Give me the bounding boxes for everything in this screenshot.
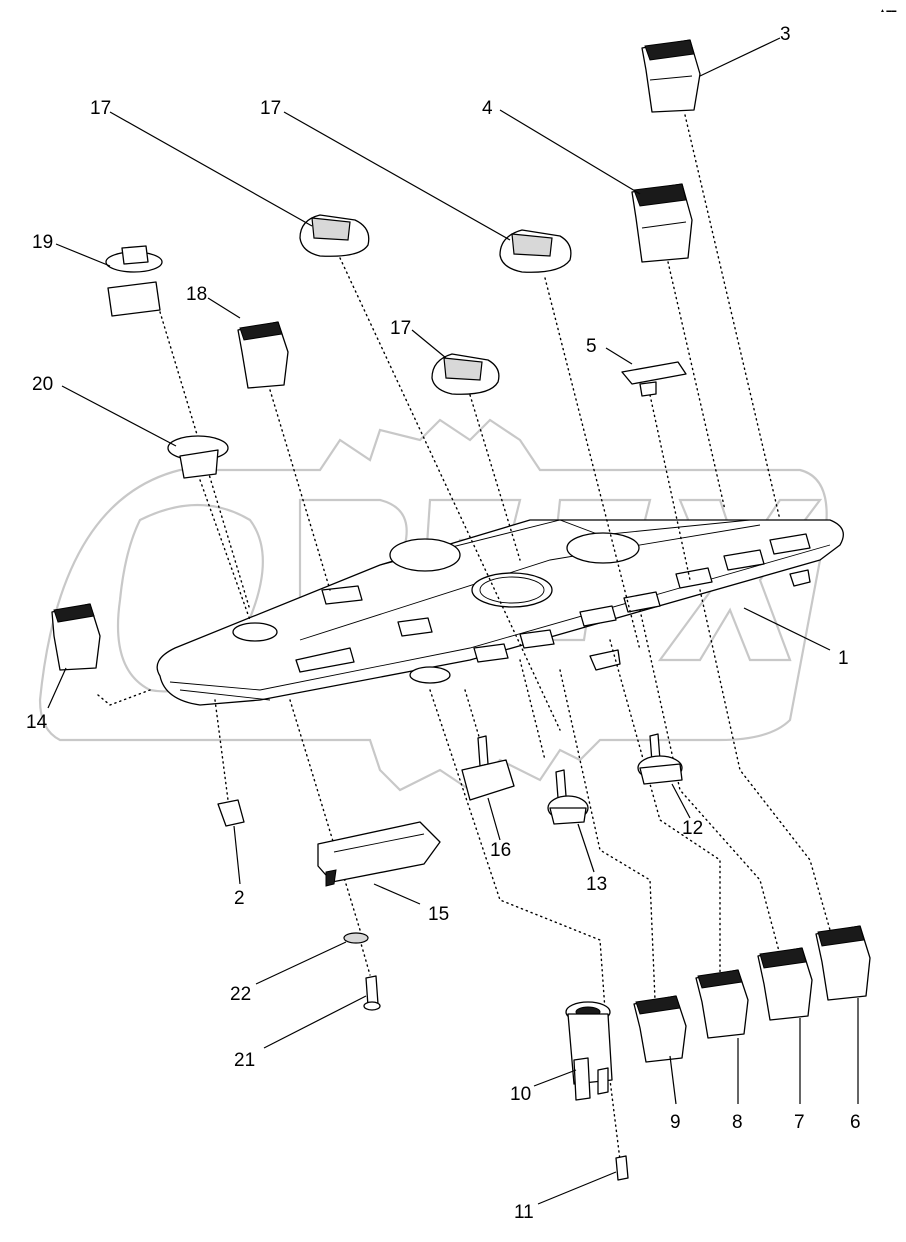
pot-16 xyxy=(461,735,515,801)
switch-3 xyxy=(641,39,701,113)
knob-17c xyxy=(431,353,500,395)
callout-2: 2 xyxy=(234,888,245,909)
callout-18: 18 xyxy=(186,284,207,305)
callout-20: 20 xyxy=(32,374,53,395)
leader-lines xyxy=(47,37,859,1205)
cover-5 xyxy=(621,361,687,397)
bulb-11 xyxy=(615,1155,629,1181)
callout-1: 1 xyxy=(838,648,849,669)
callout-6: 6 xyxy=(850,1112,861,1133)
plug-20 xyxy=(167,435,229,479)
callout-17-c: 17 xyxy=(390,318,411,339)
callout-19: 19 xyxy=(32,232,53,253)
callout-21: 21 xyxy=(234,1050,255,1071)
callout-8: 8 xyxy=(732,1112,743,1133)
screw-21 xyxy=(363,975,381,1011)
callout-5: 5 xyxy=(586,336,597,357)
switch-9 xyxy=(633,995,687,1063)
knob-17b xyxy=(499,229,572,273)
socket-10 xyxy=(565,1001,613,1101)
callout-17-a: 17 xyxy=(90,98,111,119)
callout-10: 10 xyxy=(510,1084,531,1105)
callout-17-b: 17 xyxy=(260,98,281,119)
callout-22: 22 xyxy=(230,984,251,1005)
corner-note: ▲ ▬▬ xyxy=(880,8,896,14)
pot-12 xyxy=(637,733,683,785)
pot-13 xyxy=(547,769,589,825)
switch-8 xyxy=(695,969,749,1039)
switch-6 xyxy=(815,925,871,1001)
callout-7: 7 xyxy=(794,1112,805,1133)
module-15 xyxy=(317,821,441,887)
switch-4 xyxy=(631,183,693,263)
callout-3: 3 xyxy=(780,24,791,45)
callout-16: 16 xyxy=(490,840,511,861)
callout-9: 9 xyxy=(670,1112,681,1133)
clip-2 xyxy=(217,799,245,827)
switch-18 xyxy=(237,321,289,389)
callout-13: 13 xyxy=(586,874,607,895)
callout-4: 4 xyxy=(482,98,493,119)
main-panel xyxy=(156,519,844,706)
assembly-lines xyxy=(97,114,831,1161)
knob-19 xyxy=(105,245,163,317)
callout-14: 14 xyxy=(26,712,48,733)
callout-labels: 1 2 3 4 5 6 7 8 9 10 11 12 13 14 15 16 1… xyxy=(26,8,896,1223)
switch-14 xyxy=(51,603,101,671)
switch-7 xyxy=(757,947,813,1021)
callout-15: 15 xyxy=(428,904,449,925)
knob-17a xyxy=(299,214,370,257)
callout-11: 11 xyxy=(514,1202,534,1223)
callout-12: 12 xyxy=(682,818,703,839)
washer-22 xyxy=(343,932,369,944)
